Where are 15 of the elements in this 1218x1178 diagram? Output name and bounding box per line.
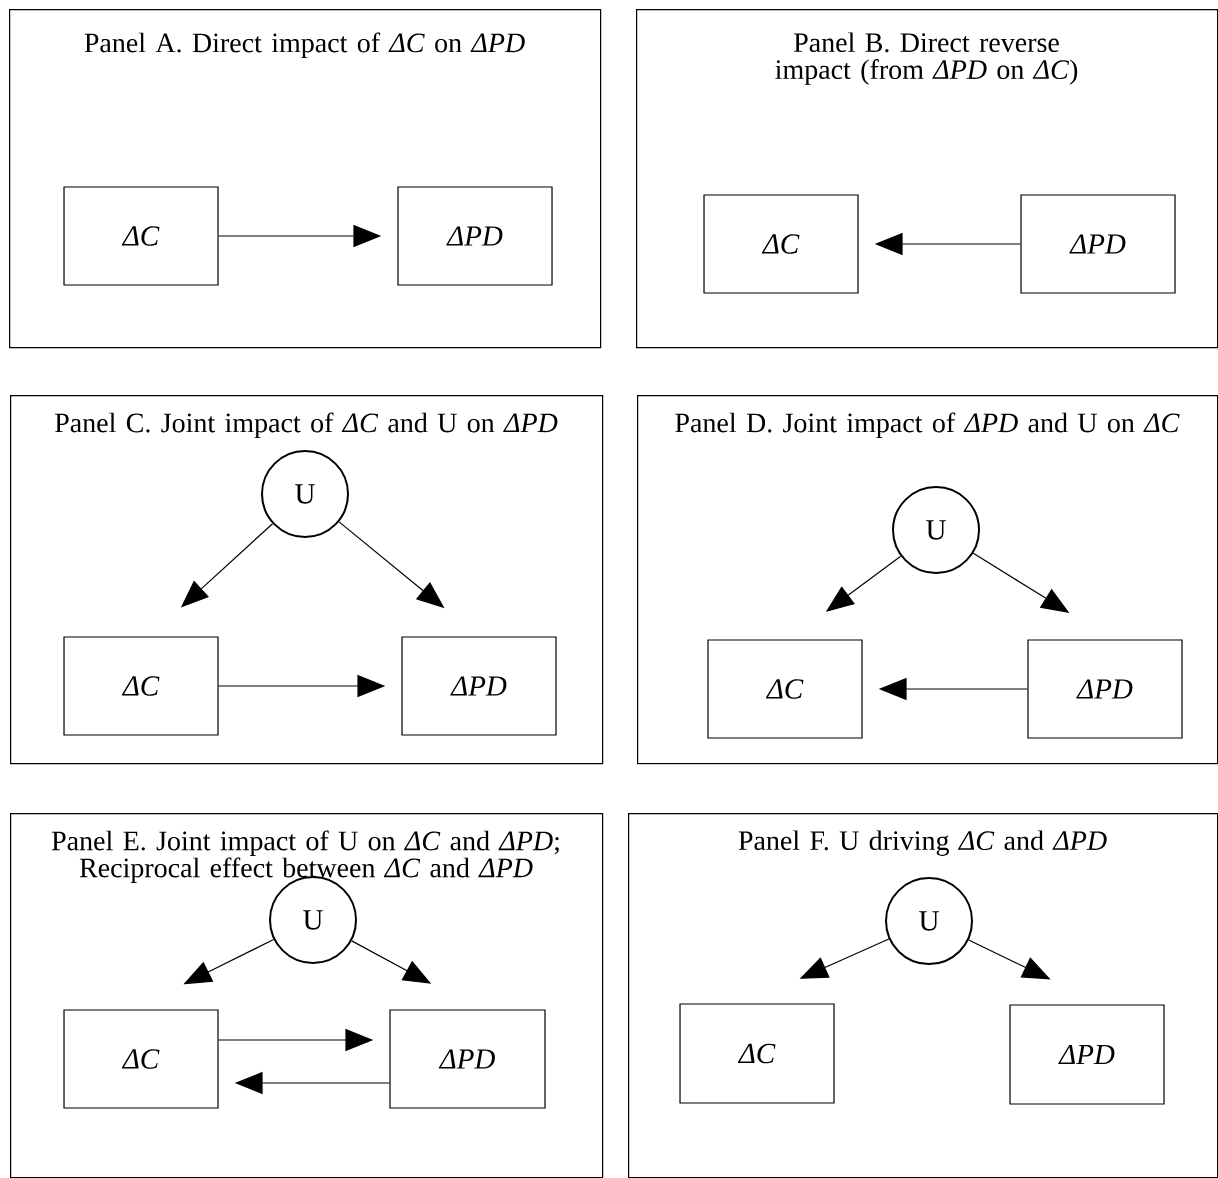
circle-node: U: [261, 450, 349, 538]
variable-box: ΔC: [63, 636, 219, 736]
variable-box: ΔPD: [389, 1009, 546, 1109]
variable-box: ΔPD: [1027, 639, 1183, 739]
circle-node: U: [892, 486, 980, 574]
variable-box: ΔPD: [401, 636, 557, 736]
variable-box: ΔPD: [1020, 194, 1176, 294]
variable-box: ΔC: [63, 186, 219, 286]
circle-node: U: [885, 877, 973, 965]
variable-box: ΔC: [679, 1003, 835, 1104]
variable-box: ΔC: [63, 1009, 219, 1109]
variable-box: ΔC: [707, 639, 863, 739]
variable-box: ΔC: [703, 194, 859, 294]
variable-box: ΔPD: [397, 186, 553, 286]
variable-box: ΔPD: [1009, 1004, 1165, 1105]
